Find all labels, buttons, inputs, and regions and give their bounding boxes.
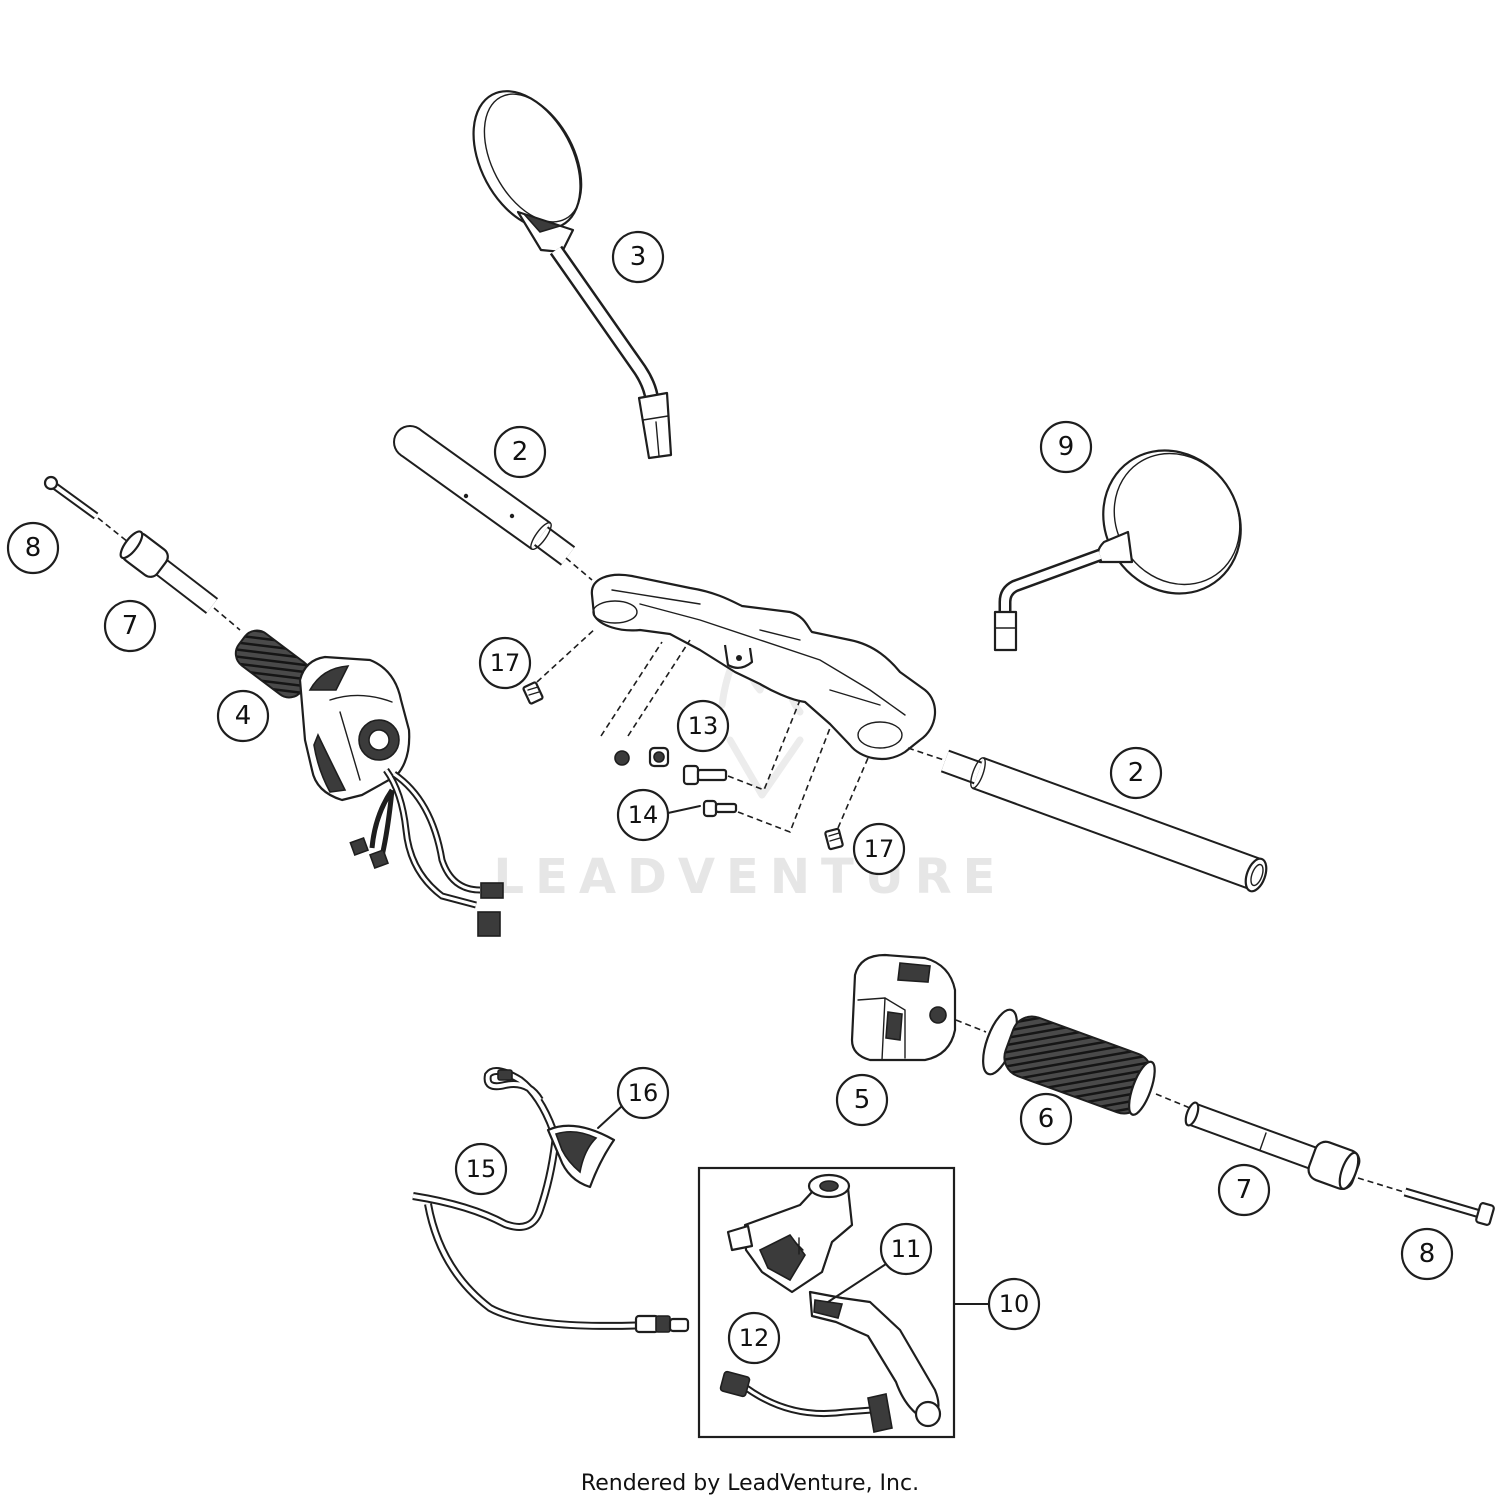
callout-6: 6 [1019, 1092, 1073, 1146]
axis-line [837, 757, 869, 829]
axis-line [737, 727, 831, 834]
left-mirror [472, 90, 673, 460]
callout-14: 14 [616, 788, 670, 842]
callout-9: 9 [1039, 420, 1093, 474]
callout-label: 7 [122, 611, 139, 641]
clamp-bolts-13 [614, 746, 670, 768]
axis-line [536, 627, 597, 683]
bar-end-weight-right [1184, 1101, 1361, 1191]
clutch-master-cylinder-assembly [697, 1166, 956, 1439]
callout-label: 8 [25, 533, 42, 563]
axis-line [565, 557, 593, 581]
handlebar-right-section [940, 749, 1268, 893]
callout-7-left: 7 [103, 599, 157, 653]
assembly-box [697, 1166, 956, 1439]
right-mirror [993, 449, 1242, 652]
callout-label: 17 [490, 649, 521, 677]
throttle-cable [412, 1067, 690, 1334]
watermark: LEADVENTURE [494, 636, 1007, 905]
callout-8-right: 8 [1400, 1227, 1454, 1281]
callout-label: 14 [628, 801, 659, 829]
callout-label: 12 [739, 1324, 770, 1352]
callout-label: 2 [512, 437, 529, 467]
callout-17-right: 17 [852, 822, 906, 876]
watermark-text: LEADVENTURE [494, 849, 1007, 905]
callout-label: 6 [1038, 1104, 1055, 1134]
callout-4: 4 [216, 689, 270, 743]
axis-line [955, 1019, 987, 1033]
right-switch-housing [850, 953, 957, 1062]
left-switch-housing [234, 629, 504, 937]
callout-leader [667, 805, 701, 814]
callout-label: 16 [628, 1079, 659, 1107]
callout-5: 5 [835, 1073, 889, 1127]
callout-16: 16 [616, 1066, 670, 1120]
handlebar-clamp [590, 573, 937, 760]
axis-line [907, 747, 945, 761]
axis-line [600, 641, 663, 737]
callout-leader [827, 1263, 887, 1303]
callout-11: 11 [879, 1222, 933, 1276]
callout-3: 3 [611, 230, 665, 284]
handlebar-left-section [393, 425, 576, 566]
callout-label: 13 [688, 712, 719, 740]
callout-label: 9 [1058, 432, 1075, 462]
bar-end-bolt-left [43, 475, 99, 520]
axis-line [627, 639, 691, 737]
callout-12: 12 [727, 1311, 781, 1365]
callout-label: 5 [854, 1085, 871, 1115]
right-grip [982, 1008, 1156, 1116]
callout-label: 10 [999, 1290, 1030, 1318]
callout-label: 8 [1419, 1239, 1436, 1269]
callout-leader [597, 1105, 623, 1129]
callout-17-left: 17 [478, 636, 532, 690]
callout-label: 2 [1128, 758, 1145, 788]
callout-label: 4 [235, 701, 252, 731]
callout-label: 7 [1236, 1175, 1253, 1205]
axis-line [97, 517, 129, 543]
callout-2-lower: 2 [1109, 746, 1163, 800]
callout-label: 3 [630, 242, 647, 272]
callout-7-right: 7 [1217, 1163, 1271, 1217]
footer-credit: Rendered by LeadVenture, Inc. [581, 1471, 919, 1496]
bar-end-weight-left [119, 530, 219, 614]
axis-line [1357, 1177, 1405, 1193]
callout-10: 10 [987, 1277, 1041, 1331]
clamp-bolt-17-right [824, 827, 844, 851]
axis-line [727, 699, 801, 792]
callout-2-upper: 2 [493, 425, 547, 479]
clamp-bolt-17-left [522, 681, 544, 705]
callout-13: 13 [676, 699, 730, 753]
callout-8-left: 8 [6, 521, 60, 575]
clamp-bolts-14 [682, 764, 738, 818]
axis-line [1155, 1093, 1191, 1109]
axis-line [213, 607, 241, 631]
throttle-cable-cover [546, 1124, 616, 1189]
callout-label: 17 [864, 835, 895, 863]
callout-15: 15 [454, 1142, 508, 1196]
bar-end-bolt-right [1403, 1187, 1495, 1226]
callout-label: 11 [891, 1235, 922, 1263]
callout-label: 15 [466, 1155, 497, 1183]
